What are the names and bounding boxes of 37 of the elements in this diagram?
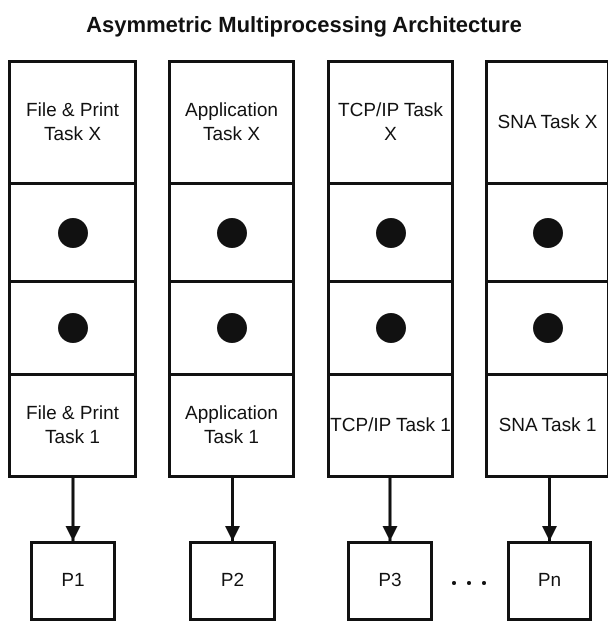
task-box	[168, 373, 295, 478]
arrow	[382, 478, 398, 541]
task-box	[485, 182, 608, 283]
node-label: Pn	[538, 569, 562, 593]
node-label: Application Task 1	[184, 402, 279, 450]
task-box	[327, 182, 454, 283]
processor-box	[30, 541, 116, 621]
task-box	[168, 280, 295, 376]
task-box	[327, 280, 454, 376]
node-label: P2	[220, 569, 244, 593]
arrow	[66, 478, 80, 541]
task-box	[8, 373, 137, 478]
node-label: SNA Task X	[498, 110, 598, 134]
node-label: Application Task X	[184, 98, 279, 146]
diagram-title: Asymmetric Multiprocessing Architecture	[85, 12, 523, 38]
task-box	[8, 182, 137, 283]
arrow	[225, 478, 240, 541]
processor-box	[347, 541, 433, 621]
node-label: P1	[61, 569, 85, 593]
node-label: File & Print Task 1	[25, 402, 120, 450]
node-label: P3	[378, 569, 402, 593]
task-box	[327, 373, 454, 478]
task-box	[485, 60, 608, 185]
node-label: SNA Task 1	[498, 414, 596, 438]
node-label: File & Print Task X	[25, 98, 120, 146]
processor-box	[189, 541, 276, 621]
task-box	[485, 280, 608, 376]
task-box	[168, 60, 295, 185]
node-label: TCP/IP Task 1	[330, 414, 451, 438]
node-label: TCP/IP Task X	[337, 98, 444, 146]
processor-box	[507, 541, 592, 621]
task-box	[485, 373, 608, 478]
task-box	[8, 280, 137, 376]
arrow	[542, 478, 557, 541]
task-box	[327, 60, 454, 185]
task-box	[168, 182, 295, 283]
task-box	[8, 60, 137, 185]
